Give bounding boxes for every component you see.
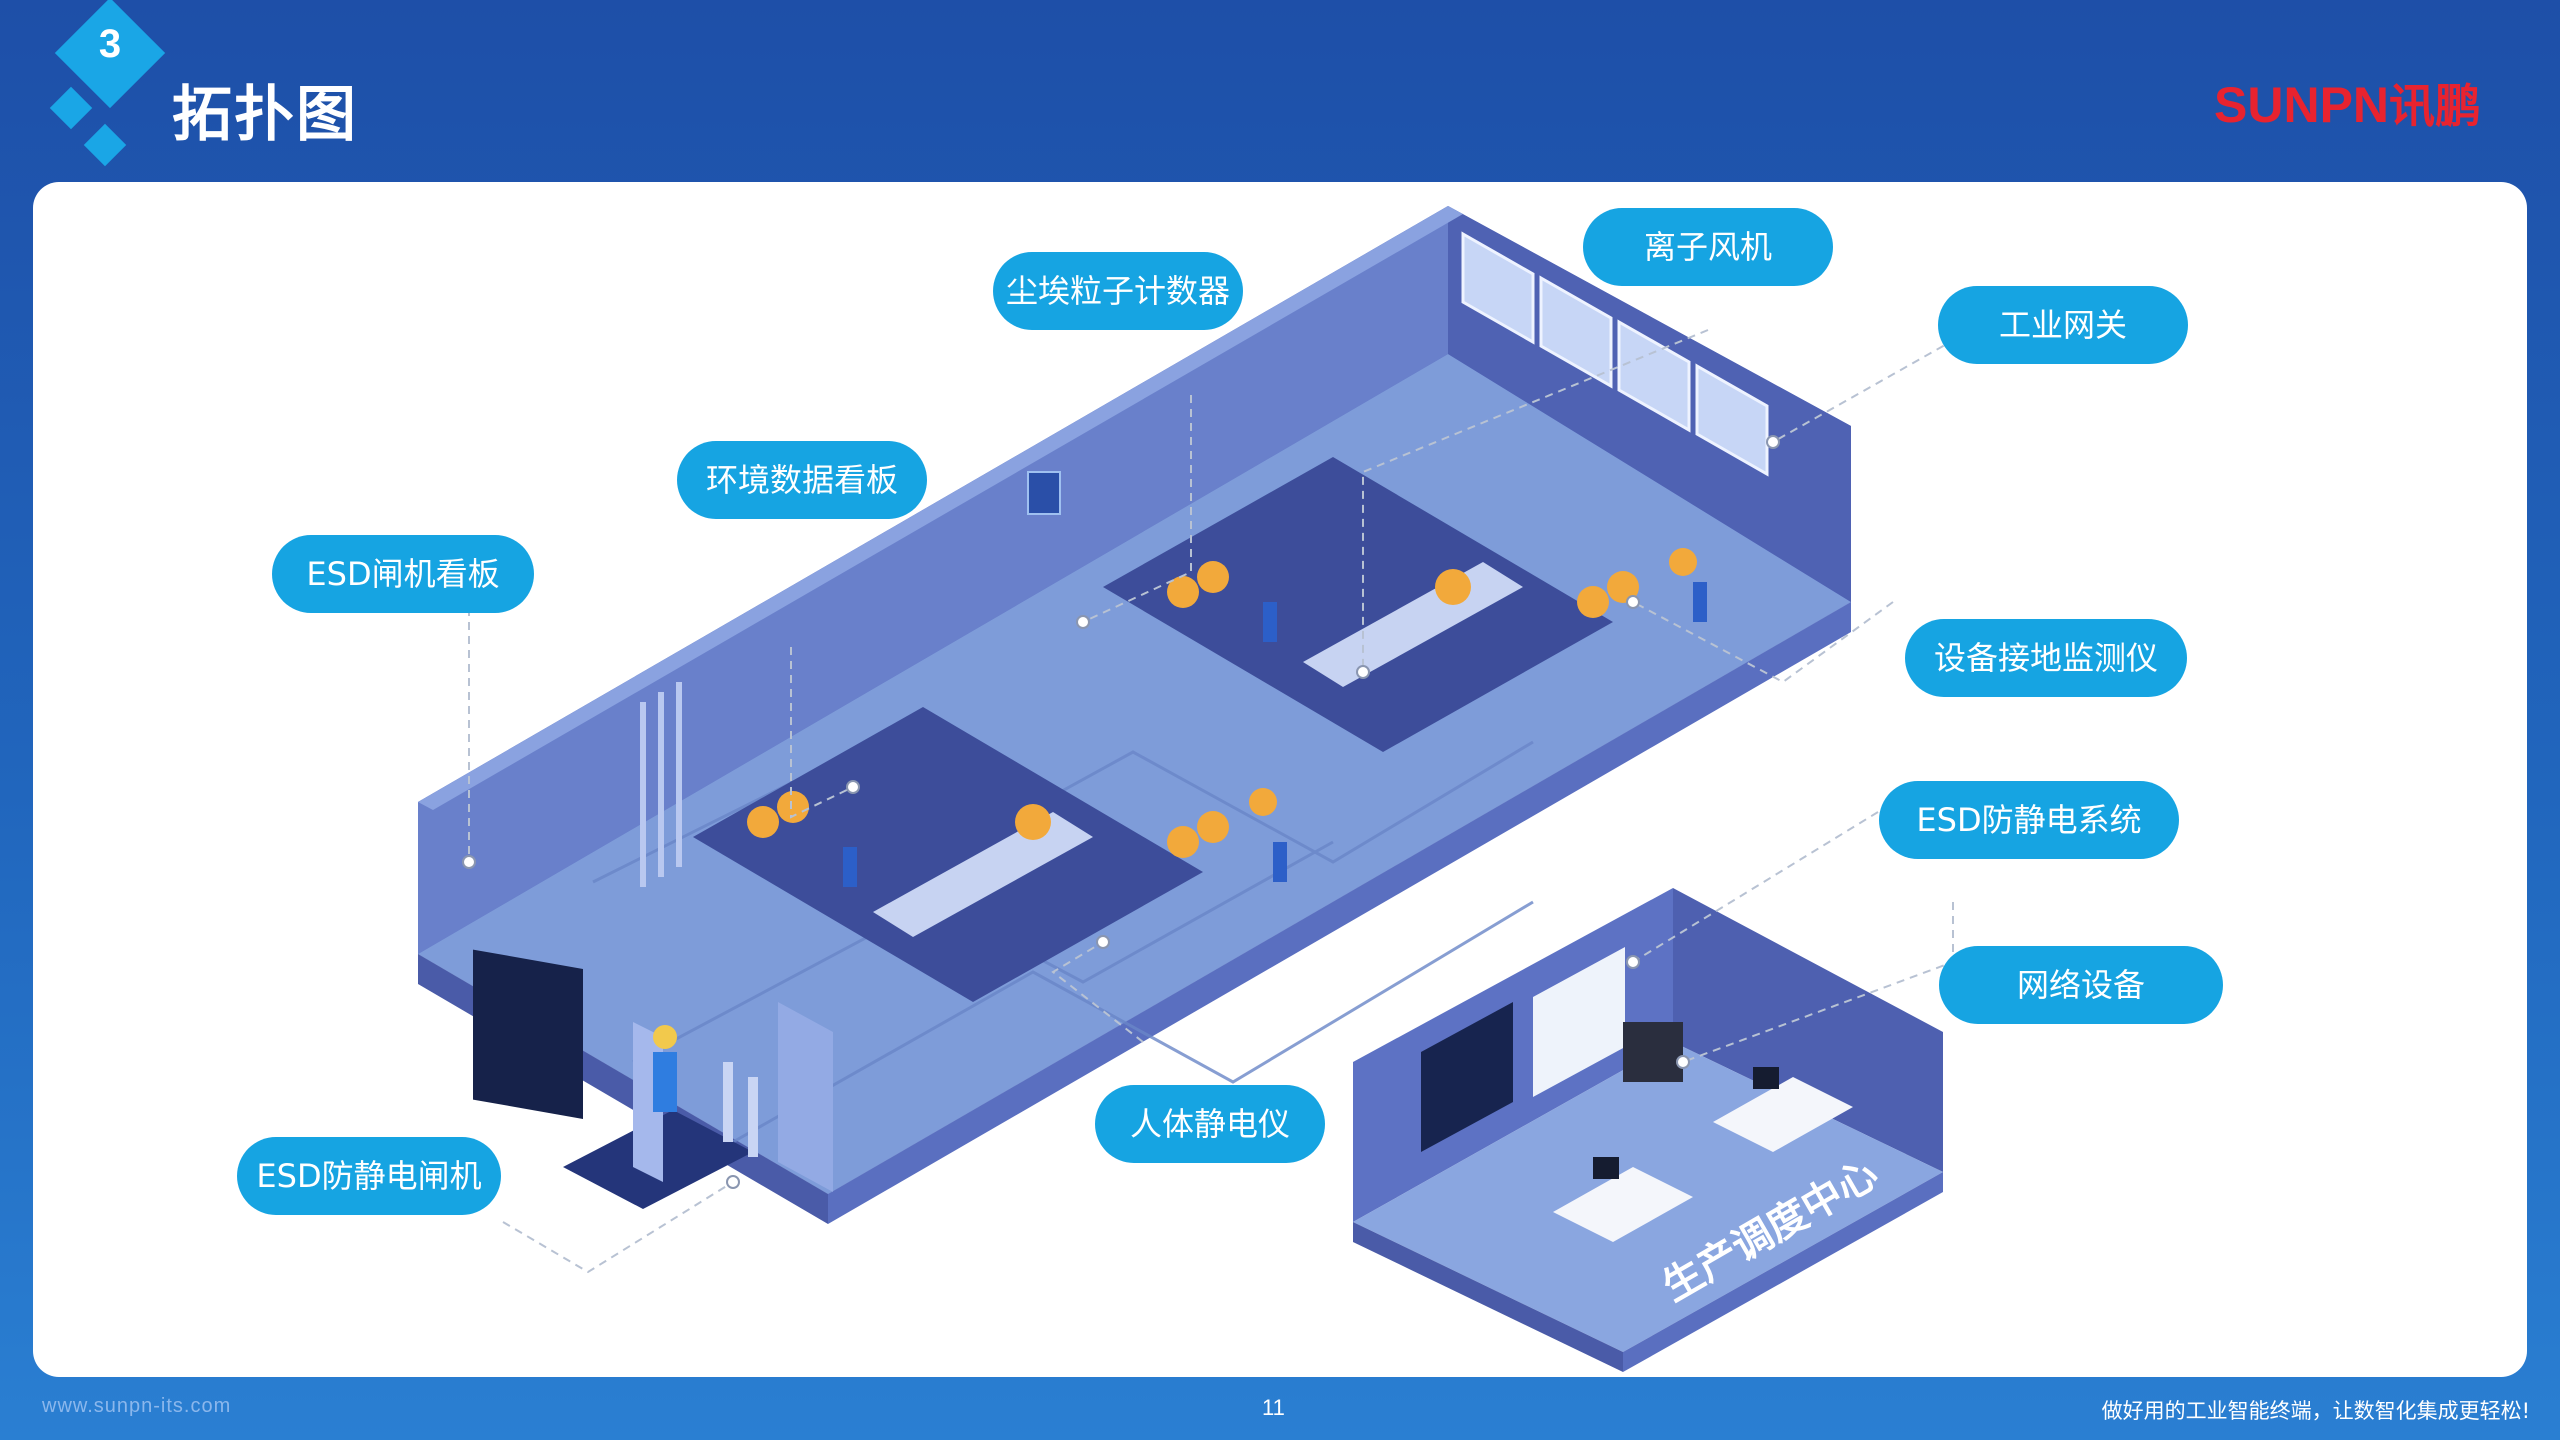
window [1695, 363, 1769, 477]
label-esd-system: ESD防静电系统 [1879, 781, 2179, 859]
label-ground-monitor: 设备接地监测仪 [1905, 619, 2187, 697]
production-line-2 [1103, 457, 1707, 752]
factory-left-wall [418, 206, 1448, 954]
label-esd-gate: ESD防静电闸机 [237, 1137, 501, 1215]
footer-slogan: 做好用的工业智能终端，让数智化集成更轻松! [2101, 1399, 2530, 1423]
logo-cn: 讯鹏 [2389, 79, 2482, 133]
label-network-device: 网络设备 [1939, 946, 2223, 1024]
window [1617, 319, 1691, 433]
desk [1553, 1167, 1693, 1242]
section-number: 3 [98, 22, 122, 66]
window [1461, 231, 1535, 345]
topology-diagram: 生产调度中心 [418, 206, 1969, 1372]
content-card: 生产调度中心 尘埃粒子计数器 离子风机 工业网关 环境数据看板 ESD闸机看板 … [33, 182, 2527, 1377]
header: 3 拓扑图 SUNPN讯鹏 [0, 0, 2560, 182]
monitor [1593, 1157, 1619, 1179]
brand-logo: SUNPN讯鹏 [2214, 70, 2482, 133]
decor-diamond [83, 123, 127, 167]
logo-latin: SUNPN [2214, 77, 2390, 133]
window [1539, 275, 1613, 389]
control-room-front-edge [1353, 1222, 1623, 1372]
label-body-static-meter: 人体静电仪 [1095, 1085, 1325, 1163]
connector-dots [462, 435, 1780, 1189]
server-rack [1623, 1022, 1683, 1082]
label-esd-gate-board: ESD闸机看板 [272, 535, 534, 613]
entrance [563, 1002, 833, 1209]
dashboard-panel [1533, 947, 1625, 1097]
control-room: 生产调度中心 [1353, 888, 1943, 1372]
windows [1461, 231, 1769, 477]
factory-top-rim [418, 206, 1463, 810]
control-room-side-edge [1623, 1172, 1943, 1372]
control-room-right-wall [1673, 888, 1943, 1172]
page-number: 11 [1262, 1395, 1285, 1420]
desk [1713, 1077, 1853, 1152]
label-gateway: 工业网关 [1938, 286, 2188, 364]
video-wall [1421, 1002, 1513, 1152]
footer-website: www.sunpn-its.com [42, 1395, 232, 1417]
factory-side-edge [828, 602, 1851, 1224]
esd-gate-board-screen [473, 949, 583, 1119]
dust-counter-device [1027, 471, 1061, 515]
label-ion-fan: 离子风机 [1583, 208, 1833, 286]
page-title: 拓扑图 [172, 80, 358, 150]
wall-poles [640, 682, 682, 887]
label-env-data-board: 环境数据看板 [677, 441, 927, 519]
monitor [1753, 1067, 1779, 1089]
decor-diamond [49, 86, 93, 130]
production-line-1 [693, 707, 1287, 1002]
label-dust-counter: 尘埃粒子计数器 [993, 252, 1243, 330]
